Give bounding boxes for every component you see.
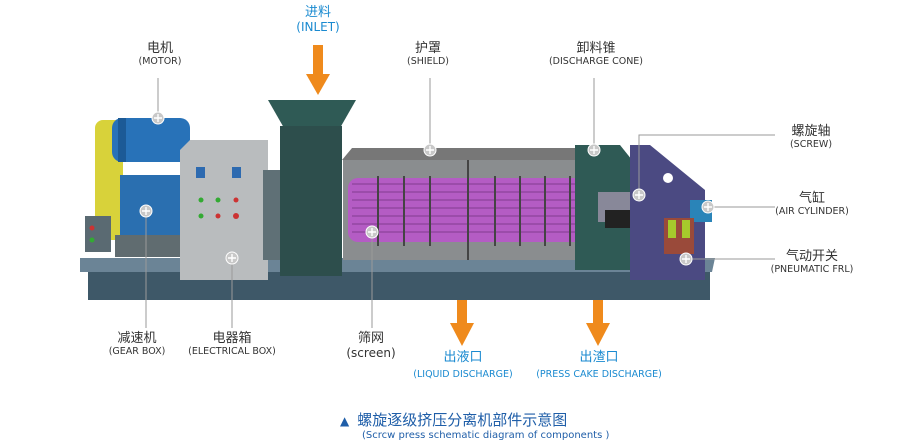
- caption-en: (Scrcw press schematic diagram of compon…: [362, 430, 610, 441]
- label-press-cake-zh: 出渣口: [579, 350, 619, 365]
- label-screw-en: (SCREW): [789, 138, 833, 150]
- label-air-cylinder-en: (AIR CYLINDER): [775, 205, 849, 217]
- diagram-caption: ▲ 螺旋逐级挤压分离机部件示意图 (Scrcw press schematic d…: [340, 409, 609, 441]
- label-discharge-cone: 卸料锥 (DISCHARGE CONE): [548, 41, 644, 68]
- label-shield-zh: 护罩: [414, 41, 441, 56]
- label-inlet-en: (INLET): [296, 19, 340, 34]
- label-press-cake-discharge: 出渣口 (PRESS CAKE DISCHARGE): [536, 350, 662, 381]
- label-motor-en: (MOTOR): [138, 55, 182, 67]
- label-electrical-box: 电器箱 (ELECTRICAL BOX): [188, 331, 276, 358]
- liquid-discharge-arrow-icon: [450, 300, 474, 346]
- triangle-icon: ▲: [340, 414, 350, 428]
- label-screen-zh: 筛网: [357, 331, 385, 346]
- label-liquid-discharge: 出液口 (LIQUID DISCHARGE): [413, 350, 513, 381]
- label-pneumatic-frl-en: (PNEUMATIC FRL): [770, 263, 854, 275]
- label-gear-box-zh: 减速机: [117, 331, 157, 346]
- label-liquid-discharge-zh: 出液口: [443, 350, 483, 365]
- label-press-cake-en: (PRESS CAKE DISCHARGE): [536, 368, 662, 380]
- inlet-arrow-icon: [306, 45, 330, 95]
- label-screen: 筛网 (screen): [346, 331, 396, 361]
- label-air-cylinder-zh: 气缸: [798, 191, 826, 206]
- label-shield: 护罩 (SHIELD): [407, 41, 449, 68]
- label-discharge-cone-zh: 卸料锥: [576, 41, 616, 56]
- inlet-hopper: [268, 100, 356, 128]
- press-cake-arrow-icon: [586, 300, 610, 346]
- label-motor: 电机 (MOTOR): [138, 41, 182, 68]
- label-screen-en: (screen): [346, 345, 396, 360]
- label-gear-box-en: (GEAR BOX): [108, 345, 166, 357]
- label-shield-en: (SHIELD): [407, 55, 449, 67]
- label-electrical-box-en: (ELECTRICAL BOX): [188, 345, 276, 357]
- label-gear-box: 减速机 (GEAR BOX): [108, 331, 166, 358]
- shield: [342, 148, 595, 160]
- electrical-box: [180, 140, 268, 280]
- leader-lines: [145, 78, 775, 328]
- label-air-cylinder: 气缸 (AIR CYLINDER): [775, 191, 849, 218]
- label-pneumatic-frl: 气动开关 (PNEUMATIC FRL): [770, 249, 854, 276]
- control-panel: [85, 216, 111, 252]
- label-inlet-zh: 进料: [304, 5, 332, 20]
- label-pneumatic-frl-zh: 气动开关: [785, 249, 838, 264]
- label-screw-zh: 螺旋轴: [791, 124, 831, 139]
- label-electrical-box-zh: 电器箱: [212, 331, 252, 346]
- caption-zh: 螺旋逐级挤压分离机部件示意图: [357, 411, 568, 429]
- label-inlet: 进料 (INLET): [296, 5, 340, 35]
- label-discharge-cone-en: (DISCHARGE CONE): [548, 55, 644, 67]
- label-liquid-discharge-en: (LIQUID DISCHARGE): [413, 368, 513, 380]
- motor-body: [112, 118, 190, 162]
- label-motor-zh: 电机: [146, 41, 173, 56]
- label-screw: 螺旋轴 (SCREW): [789, 124, 833, 151]
